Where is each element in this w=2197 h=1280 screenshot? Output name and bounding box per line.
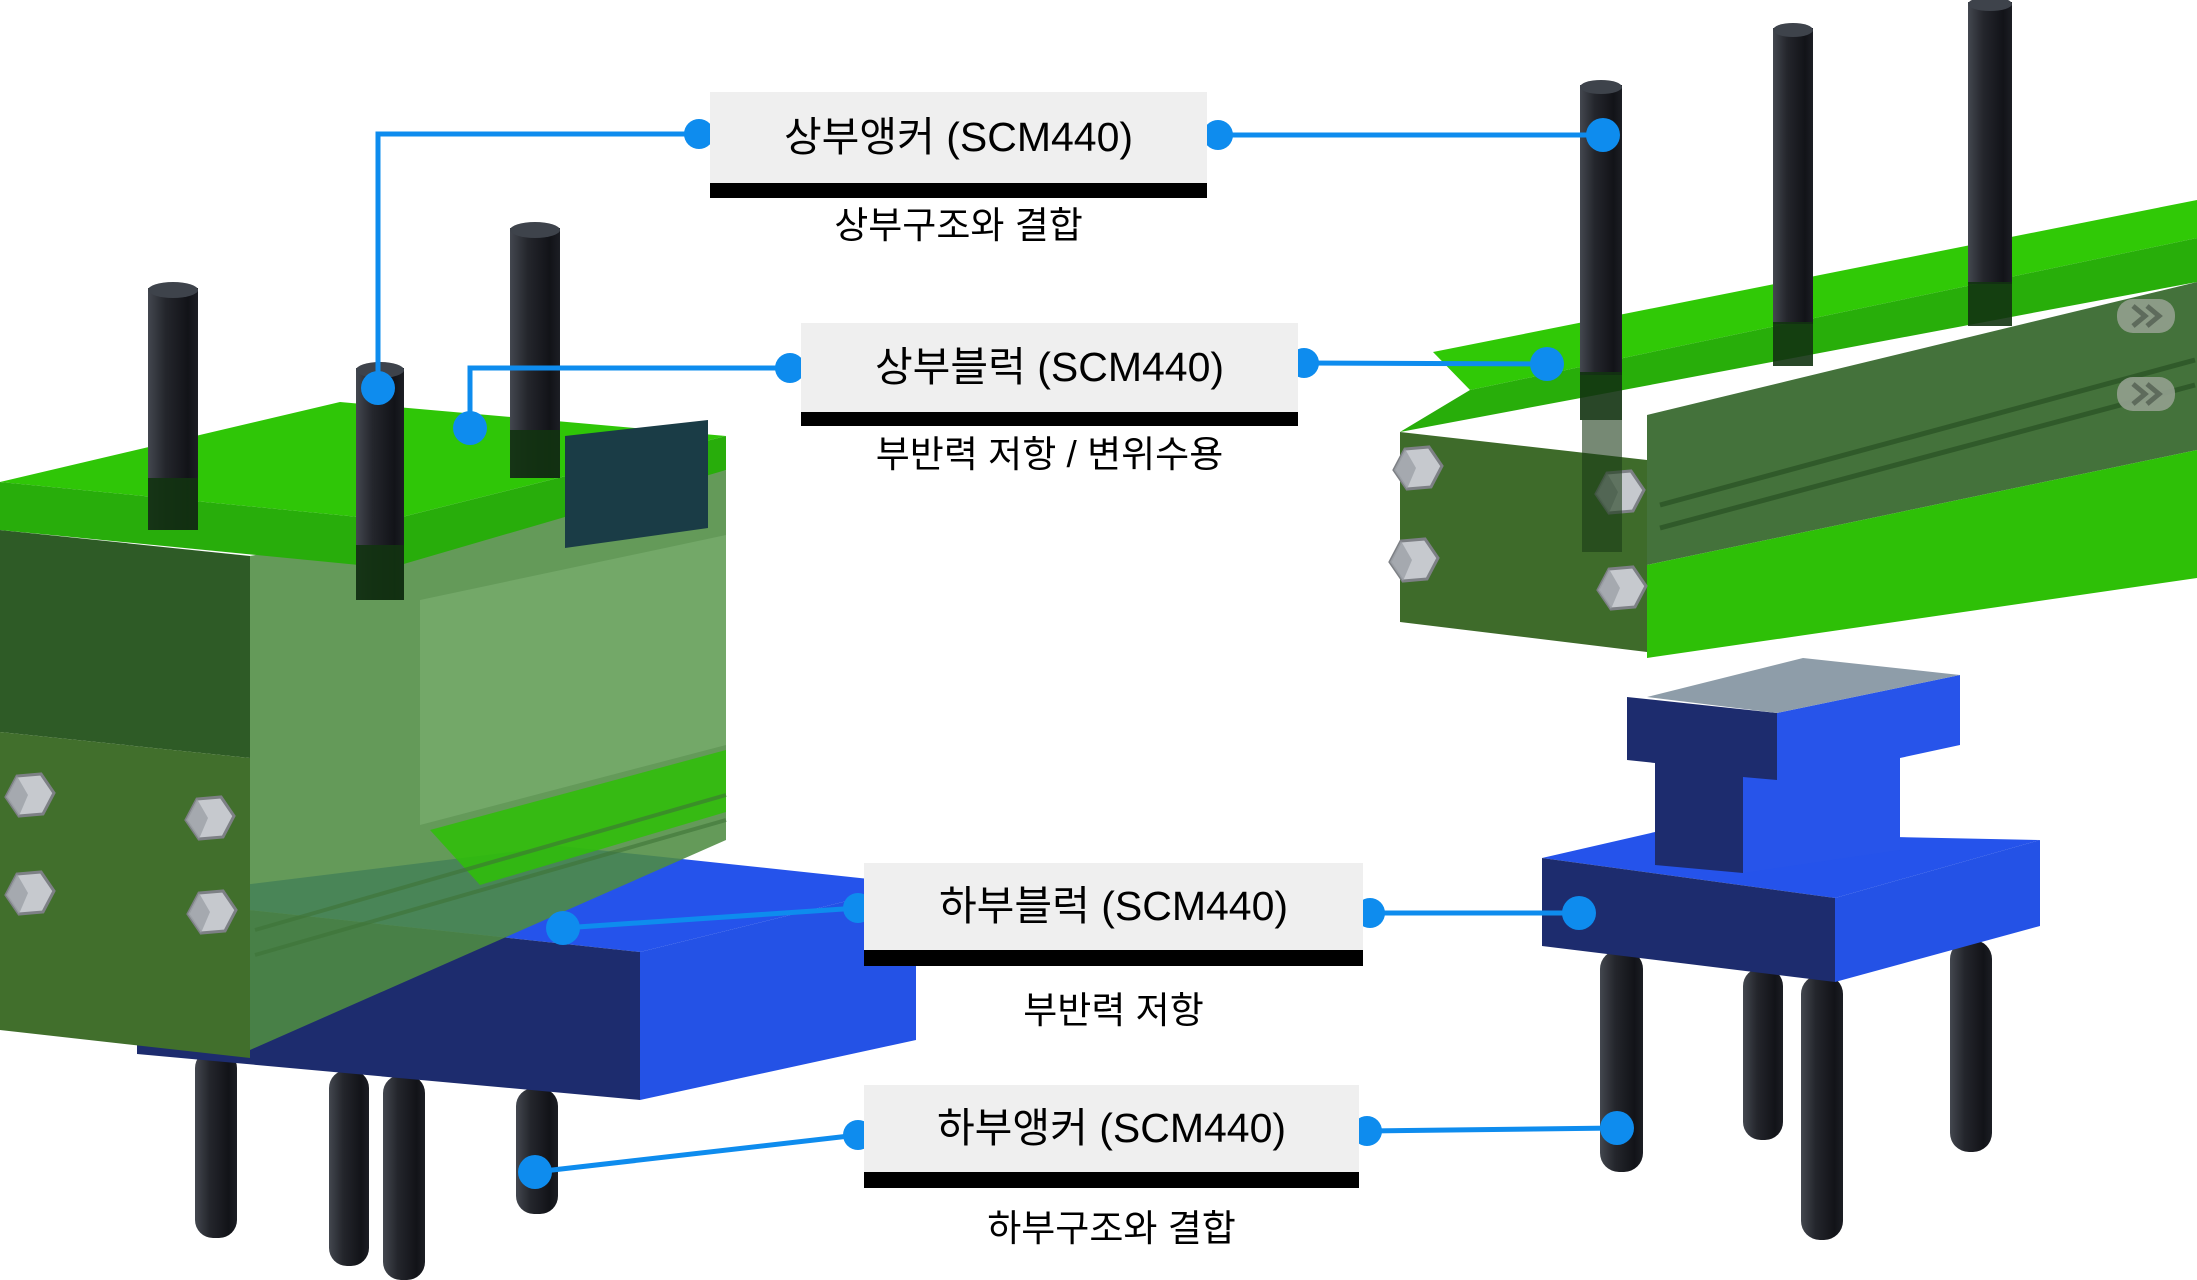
callout-upper-anchor-subtitle: 상부구조와 결합 bbox=[834, 205, 1083, 246]
callout-upper-anchor-title: 상부앵커 (SCM440) bbox=[710, 92, 1207, 183]
hex-bolt bbox=[186, 889, 238, 935]
left-assembly bbox=[0, 222, 916, 1280]
anchor-rod bbox=[383, 1075, 425, 1280]
callout-lower-anchor-title: 하부앵커 (SCM440) bbox=[864, 1085, 1359, 1172]
leader-dot bbox=[1530, 347, 1564, 381]
pedestal-side-face bbox=[1743, 675, 1960, 873]
leader-dot bbox=[1586, 118, 1620, 152]
leader-dot bbox=[361, 371, 395, 405]
anchor-rod bbox=[1950, 940, 1992, 1152]
lower-block-front-face bbox=[1542, 858, 1835, 982]
hex-bolt bbox=[1388, 537, 1440, 583]
anchor-rod bbox=[1801, 975, 1843, 1240]
groove-line bbox=[1659, 382, 2196, 531]
callout-lower-block-title: 하부블럭 (SCM440) bbox=[864, 863, 1363, 950]
leader-dot bbox=[518, 1155, 552, 1189]
hex-bolt bbox=[4, 870, 56, 916]
rod-top-cap bbox=[510, 222, 560, 238]
left-upper-anchor-rods bbox=[148, 222, 560, 600]
callout-lower-block-underline bbox=[864, 950, 1363, 966]
right-lower-anchor-rods bbox=[1600, 940, 1992, 1240]
leader-dot bbox=[775, 353, 805, 383]
anchor-rod bbox=[329, 1070, 369, 1266]
leader-lower-anchor-right bbox=[1366, 1125, 1618, 1134]
leader-dot bbox=[1352, 1116, 1382, 1146]
rod-socket-shadow bbox=[510, 430, 560, 478]
inner-socket-box bbox=[565, 420, 708, 548]
hex-bolt bbox=[1596, 565, 1648, 611]
left-upper-block bbox=[0, 402, 727, 1058]
callout-lower-anchor-subtitle: 하부구조와 결합 bbox=[987, 1208, 1236, 1249]
upper-block-end-plate bbox=[0, 732, 250, 1058]
leader-dot bbox=[1600, 1111, 1634, 1145]
leader-lower-anchor-left bbox=[534, 1132, 859, 1175]
leader-dot bbox=[684, 119, 714, 149]
groove-line bbox=[254, 793, 727, 932]
rod-top-cap bbox=[1968, 0, 2012, 11]
right-upper-assembly bbox=[1388, 0, 2197, 658]
rod-socket-shadow bbox=[1580, 372, 1622, 420]
leader-dot bbox=[1203, 120, 1233, 150]
recessed-anchor-bolt bbox=[2117, 299, 2175, 333]
anchor-rod bbox=[1743, 968, 1783, 1140]
pedestal-front-face bbox=[1627, 697, 1777, 873]
callout-upper-block-subtitle: 부반력 저항 / 변위수용 bbox=[875, 434, 1224, 475]
callout-upper-anchor-underline bbox=[710, 183, 1207, 198]
leader-upper-anchor-left bbox=[375, 131, 699, 380]
groove-line bbox=[1659, 357, 2196, 508]
leader-dot bbox=[546, 911, 580, 945]
anchor-rod bbox=[1968, 2, 2012, 284]
groove-line bbox=[254, 818, 727, 957]
pedestal-top-face bbox=[1647, 658, 1960, 713]
upper-block-inner-bottom bbox=[430, 750, 726, 885]
callout-lower-anchor-underline bbox=[864, 1172, 1359, 1188]
lower-block-side-face bbox=[1835, 840, 2040, 982]
hex-bolt bbox=[184, 795, 236, 841]
hex-bolt bbox=[4, 772, 56, 818]
upper-block-inner-block bbox=[420, 535, 726, 825]
upper-block-end-upper bbox=[0, 530, 250, 758]
anchor-rod bbox=[1773, 28, 1813, 324]
leader-dot bbox=[453, 411, 487, 445]
hex-bolt bbox=[1392, 445, 1444, 491]
rod-top-cap bbox=[1773, 23, 1813, 37]
anchor-rod bbox=[516, 1088, 558, 1214]
anchor-rod bbox=[195, 1050, 237, 1238]
callout-upper-block-title: 상부블럭 (SCM440) bbox=[801, 323, 1298, 412]
lower-block-side-face bbox=[640, 884, 916, 1100]
rod-socket-shadow bbox=[148, 478, 198, 530]
rod-socket-shadow bbox=[356, 545, 404, 600]
upper-block-side-bright bbox=[1647, 450, 2197, 658]
rod-socket-shadow bbox=[1773, 322, 1813, 366]
callout-upper-block-underline bbox=[801, 412, 1298, 426]
leader-lower-block-left bbox=[562, 905, 859, 931]
leader-upper-block-right bbox=[1303, 360, 1548, 367]
rod-top-cap bbox=[148, 282, 198, 298]
recessed-anchor-bolt bbox=[2117, 377, 2175, 411]
callout-lower-block-subtitle: 부반력 저항 bbox=[1023, 990, 1204, 1031]
leader-upper-block-left bbox=[467, 365, 790, 428]
rod-socket-shadow bbox=[1968, 282, 2012, 326]
rod-inner-continuation bbox=[1582, 420, 1622, 552]
leader-dot bbox=[1562, 896, 1596, 930]
rod-top-cap bbox=[1580, 80, 1622, 94]
right-lower-assembly bbox=[1542, 658, 2040, 1240]
